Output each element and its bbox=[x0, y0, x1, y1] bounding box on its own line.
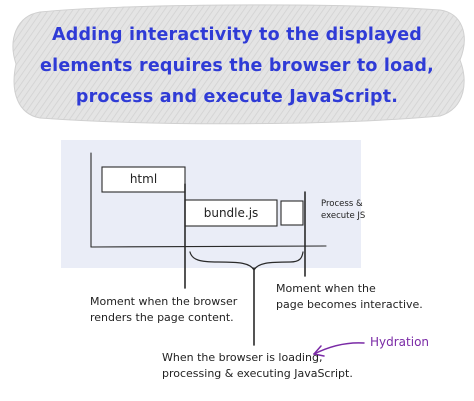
interactive-annotation: Moment when the page becomes interactive… bbox=[276, 281, 423, 313]
process-label-line-2: execute JS bbox=[321, 211, 366, 221]
interactive-annotation-line-2: page becomes interactive. bbox=[276, 298, 423, 311]
x-axis-line bbox=[90, 245, 327, 248]
process-box bbox=[280, 200, 304, 226]
render-annotation-line-1: Moment when the browser bbox=[90, 295, 238, 308]
hydration-arrow bbox=[313, 342, 365, 357]
html-box-label: html bbox=[129, 172, 158, 186]
bundle-box-label: bundle.js bbox=[203, 206, 259, 220]
headline: Adding interactivity to the displayed el… bbox=[30, 20, 444, 113]
interactive-annotation-line-1: Moment when the bbox=[276, 282, 376, 295]
headline-line-3: process and execute JavaScript. bbox=[75, 87, 399, 107]
render-annotation-line-2: renders the page content. bbox=[90, 311, 234, 324]
process-label-line-1: Process & bbox=[321, 199, 363, 209]
render-annotation: Moment when the browser renders the page… bbox=[90, 294, 237, 326]
process-label: Process & execute JS bbox=[321, 198, 365, 222]
hydration-label: Hydration bbox=[370, 335, 430, 349]
html-box bbox=[101, 166, 186, 193]
loading-brace bbox=[189, 251, 304, 272]
loading-annotation-line-2: processing & executing JavaScript. bbox=[162, 367, 353, 380]
headline-background bbox=[12, 4, 465, 125]
loading-annotation-line-1: When the browser is loading, bbox=[162, 351, 323, 364]
headline-line-1: Adding interactivity to the displayed bbox=[51, 25, 423, 45]
headline-line-2: elements requires the browser to load, bbox=[40, 56, 434, 76]
loading-annotation: When the browser is loading, processing … bbox=[162, 350, 353, 382]
